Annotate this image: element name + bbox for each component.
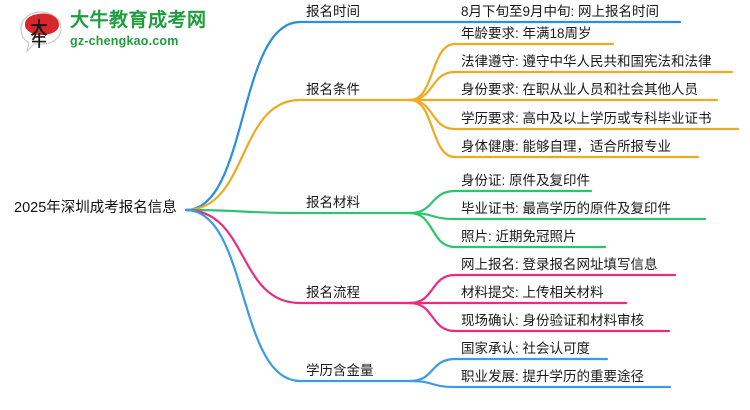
- logo-name-cn: 大牛教育成考网: [70, 10, 207, 31]
- site-logo: 大 牛 大牛教育成考网 gz-chengkao.com: [18, 8, 238, 56]
- leaf-label-4-1[interactable]: 职业发展: 提升学历的重要途径: [461, 369, 645, 384]
- connector-branch-to-leaf: [408, 357, 457, 383]
- leaf-label-1-3[interactable]: 学历要求: 高中及以上学历或专科毕业证书: [461, 111, 712, 126]
- leaf-label-2-2[interactable]: 照片: 近期免冠照片: [461, 229, 577, 244]
- leaf-label-3-1[interactable]: 材料提交: 上传相关材料: [461, 285, 604, 300]
- root-node-label[interactable]: 2025年深圳成考报名信息: [14, 200, 177, 216]
- connector-branch-to-leaf: [408, 70, 457, 102]
- leaf-label-1-4[interactable]: 身体健康: 能够自理，适合所报专业: [461, 139, 672, 154]
- connector-root-to-branch: [184, 208, 302, 215]
- leaf-label-3-0[interactable]: 网上报名: 登录报名网址填写信息: [461, 257, 658, 272]
- leaf-label-3-2[interactable]: 现场确认: 身份验证和材料审核: [461, 313, 645, 328]
- connector-branch-to-leaf: [408, 189, 457, 215]
- logo-mark-icon: 大 牛: [20, 11, 62, 53]
- connector-branch-to-leaf: [408, 379, 457, 389]
- branch-label-4[interactable]: 学历含金量: [306, 363, 374, 378]
- connector-branch-to-leaf: [408, 273, 457, 305]
- connector-root-to-branch: [184, 98, 302, 212]
- leaf-label-1-2[interactable]: 身份要求: 在职从业人员和社会其他人员: [461, 82, 699, 97]
- connector-branch-to-leaf: [408, 211, 457, 249]
- svg-text:牛: 牛: [31, 32, 46, 50]
- leaf-label-2-0[interactable]: 身份证: 原件及复印件: [461, 173, 591, 188]
- connector-branch-to-leaf: [408, 98, 457, 131]
- leaf-label-4-0[interactable]: 国家承认: 社会认可度: [461, 341, 591, 356]
- logo-text: 大牛教育成考网 gz-chengkao.com: [70, 9, 240, 55]
- connector-root-to-branch: [184, 20, 302, 212]
- leaf-label-2-1[interactable]: 毕业证书: 最高学历的原件及复印件: [461, 201, 672, 216]
- connector-root-to-branch: [184, 208, 302, 383]
- svg-text:大: 大: [31, 18, 48, 38]
- connector-branch-to-leaf: [408, 98, 457, 159]
- connector-root-to-branch: [184, 208, 302, 305]
- branch-label-3[interactable]: 报名流程: [306, 285, 360, 300]
- leaf-label-0-0[interactable]: 8月下旬至9月中旬: 网上报名时间: [461, 4, 660, 19]
- connector-branch-to-leaf: [408, 301, 457, 333]
- logo-name-en: gz-chengkao.com: [70, 34, 179, 48]
- branch-label-0[interactable]: 报名时间: [306, 4, 360, 19]
- leaf-label-1-0[interactable]: 年龄要求: 年满18周岁: [461, 26, 592, 41]
- branch-label-1[interactable]: 报名条件: [306, 82, 360, 97]
- branch-label-2[interactable]: 报名材料: [306, 195, 360, 210]
- leaf-label-1-1[interactable]: 法律遵守: 遵守中华人民共和国宪法和法律: [461, 54, 712, 69]
